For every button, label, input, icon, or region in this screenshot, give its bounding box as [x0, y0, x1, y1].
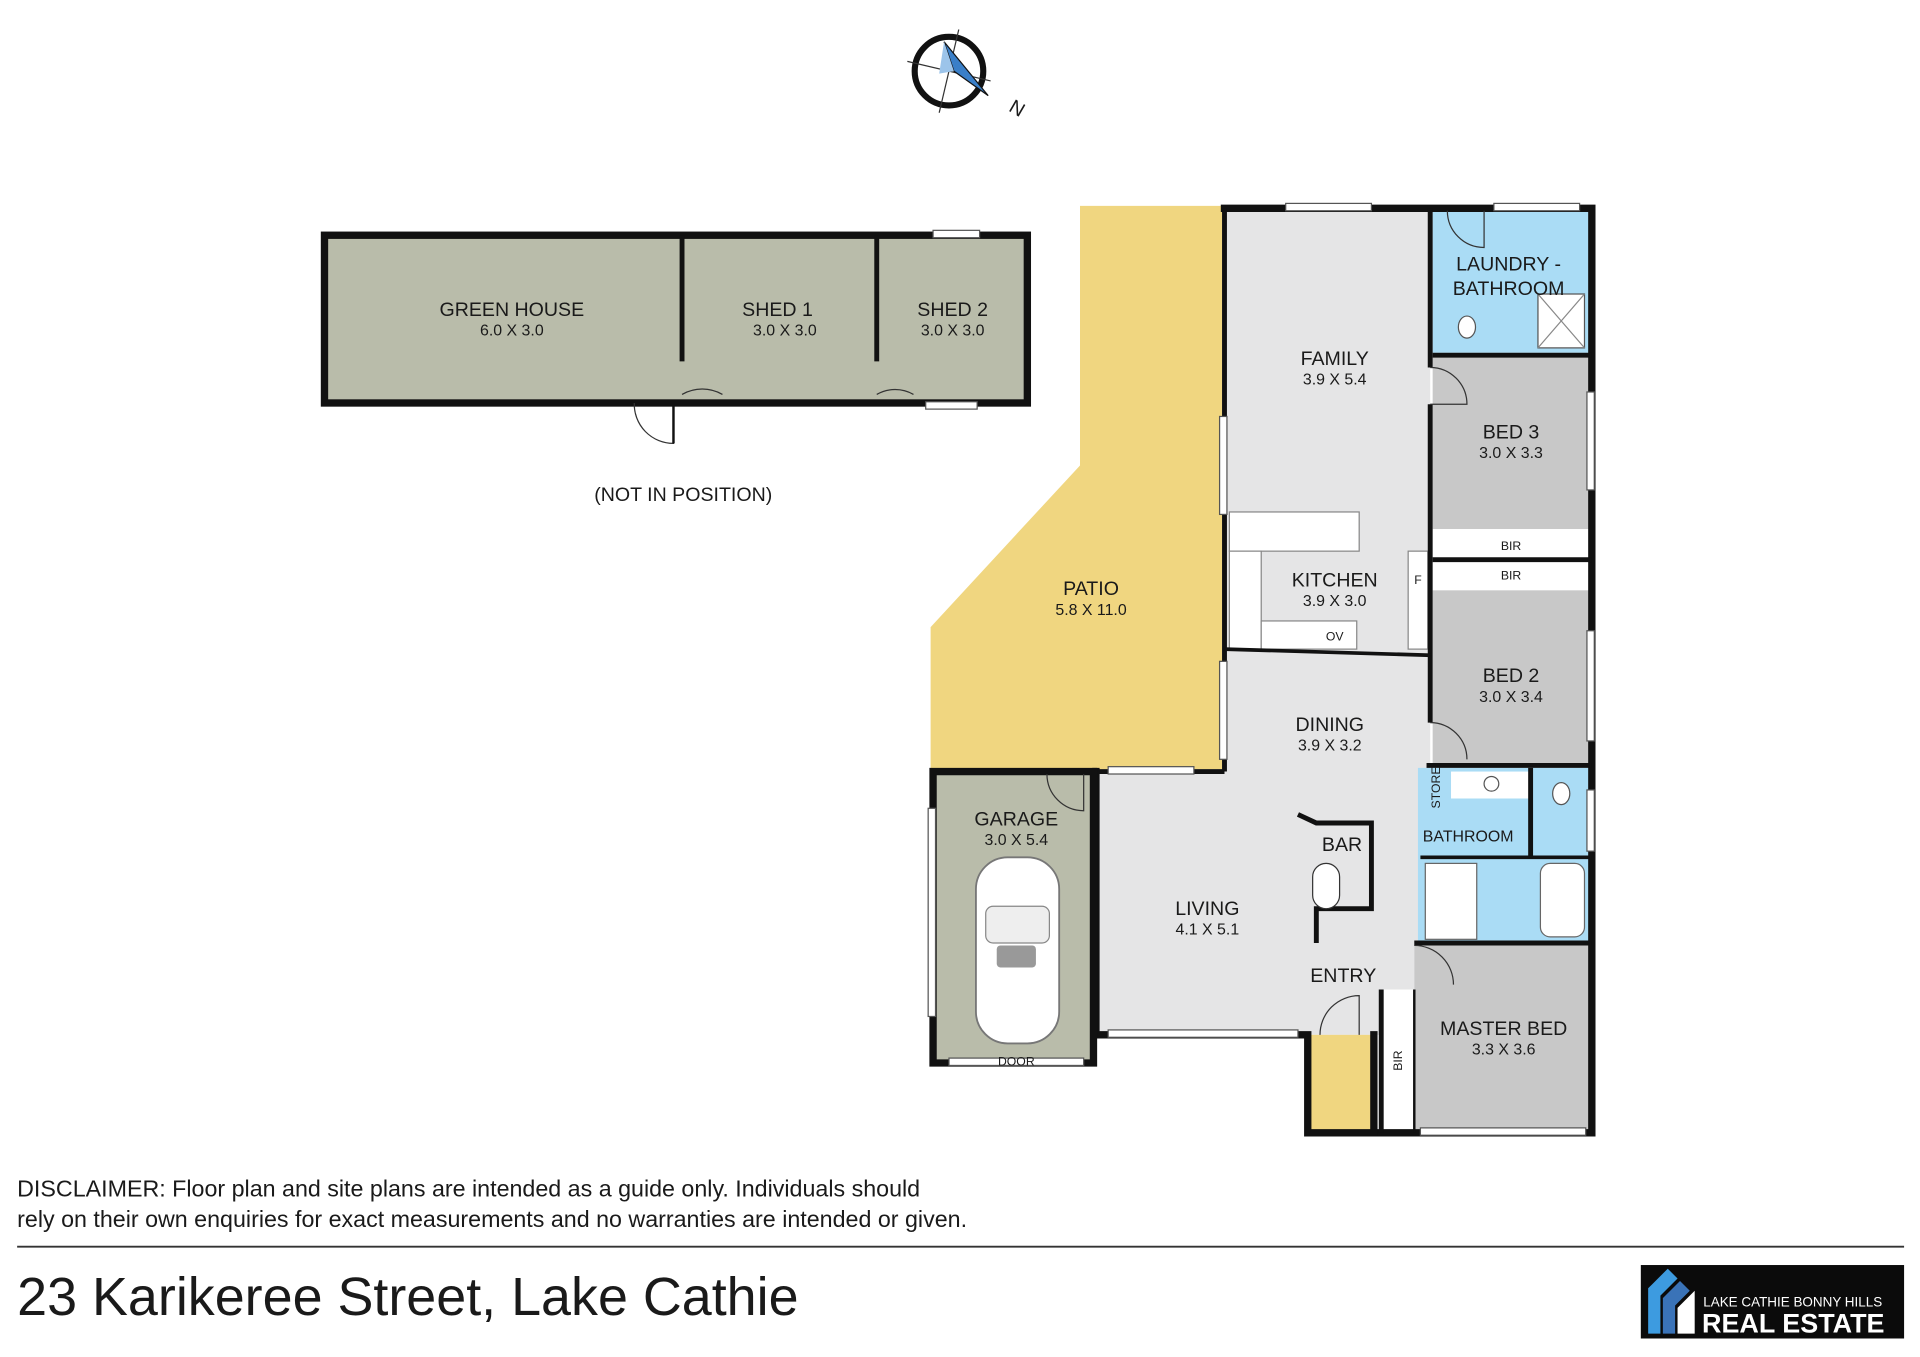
shed1-label: SHED 1 [742, 299, 813, 321]
shed2-size: 3.0 X 3.0 [921, 323, 985, 340]
shed2-label: SHED 2 [917, 299, 988, 321]
compass-north-label: N [1005, 96, 1028, 122]
green-house-size: 6.0 X 3.0 [480, 323, 544, 340]
room-labels: LAUNDRY - BATHROOM FAMILY 3.9 X 5.4 BED … [974, 254, 1567, 1071]
bed2-label: BED 2 [1483, 665, 1540, 687]
property-address: 23 Karikeree Street, Lake Cathie [17, 1267, 798, 1327]
car-icon [975, 856, 1061, 1045]
compass-icon: N [907, 29, 1029, 122]
bir2-label: BIR [1501, 568, 1522, 582]
patio-label: PATIO [1063, 578, 1119, 600]
shed1-size: 3.0 X 3.0 [753, 323, 817, 340]
kitchen-label: KITCHEN [1292, 570, 1378, 592]
entry-label: ENTRY [1310, 965, 1376, 987]
bed3-label: BED 3 [1483, 422, 1540, 444]
laundry-label-1: LAUNDRY - [1456, 254, 1561, 276]
store-label: STORE [1429, 767, 1443, 809]
master-bed-size: 3.3 X 3.6 [1472, 1041, 1536, 1058]
dining-size: 3.9 X 3.2 [1298, 738, 1362, 755]
patio-size: 5.8 X 11.0 [1055, 602, 1126, 619]
family-size: 3.9 X 5.4 [1303, 372, 1367, 389]
laundry-label-2: BATHROOM [1453, 278, 1565, 300]
logo-line-1: LAKE CATHIE BONNY HILLS [1703, 1295, 1882, 1310]
not-in-position-note: (NOT IN POSITION) [594, 484, 772, 506]
garage-door-label: DOOR [998, 1054, 1035, 1068]
logo-line-2: REAL ESTATE [1702, 1308, 1884, 1338]
bir3-label: BIR [1391, 1050, 1405, 1071]
family-label: FAMILY [1301, 348, 1369, 370]
bar-label: BAR [1322, 834, 1362, 856]
agency-logo: LAKE CATHIE BONNY HILLS REAL ESTATE [1640, 1265, 1905, 1339]
house-walls [927, 202, 1596, 1137]
bir1-label: BIR [1501, 539, 1522, 553]
outbuildings: GREEN HOUSE 6.0 X 3.0 SHED 1 3.0 X 3.0 S… [320, 229, 1032, 506]
master-bed-label: MASTER BED [1440, 1018, 1567, 1040]
living-label: LIVING [1175, 898, 1239, 920]
garage-label: GARAGE [974, 808, 1058, 830]
disclaimer-line-2: rely on their own enquiries for exact me… [17, 1206, 967, 1232]
kitchen-size: 3.9 X 3.0 [1303, 593, 1367, 610]
oven-label: OV [1326, 630, 1345, 644]
living-size: 4.1 X 5.1 [1176, 921, 1240, 938]
fridge-label: F [1414, 573, 1421, 587]
bed2-size: 3.0 X 3.4 [1479, 689, 1543, 706]
bathroom-label: BATHROOM [1423, 828, 1514, 845]
house-fills [930, 205, 1590, 1133]
green-house-label: GREEN HOUSE [439, 299, 584, 321]
dining-label: DINING [1296, 714, 1365, 736]
bed3-size: 3.0 X 3.3 [1479, 445, 1543, 462]
disclaimer-line-1: DISCLAIMER: Floor plan and site plans ar… [17, 1175, 920, 1201]
garage-size: 3.0 X 5.4 [984, 832, 1048, 849]
